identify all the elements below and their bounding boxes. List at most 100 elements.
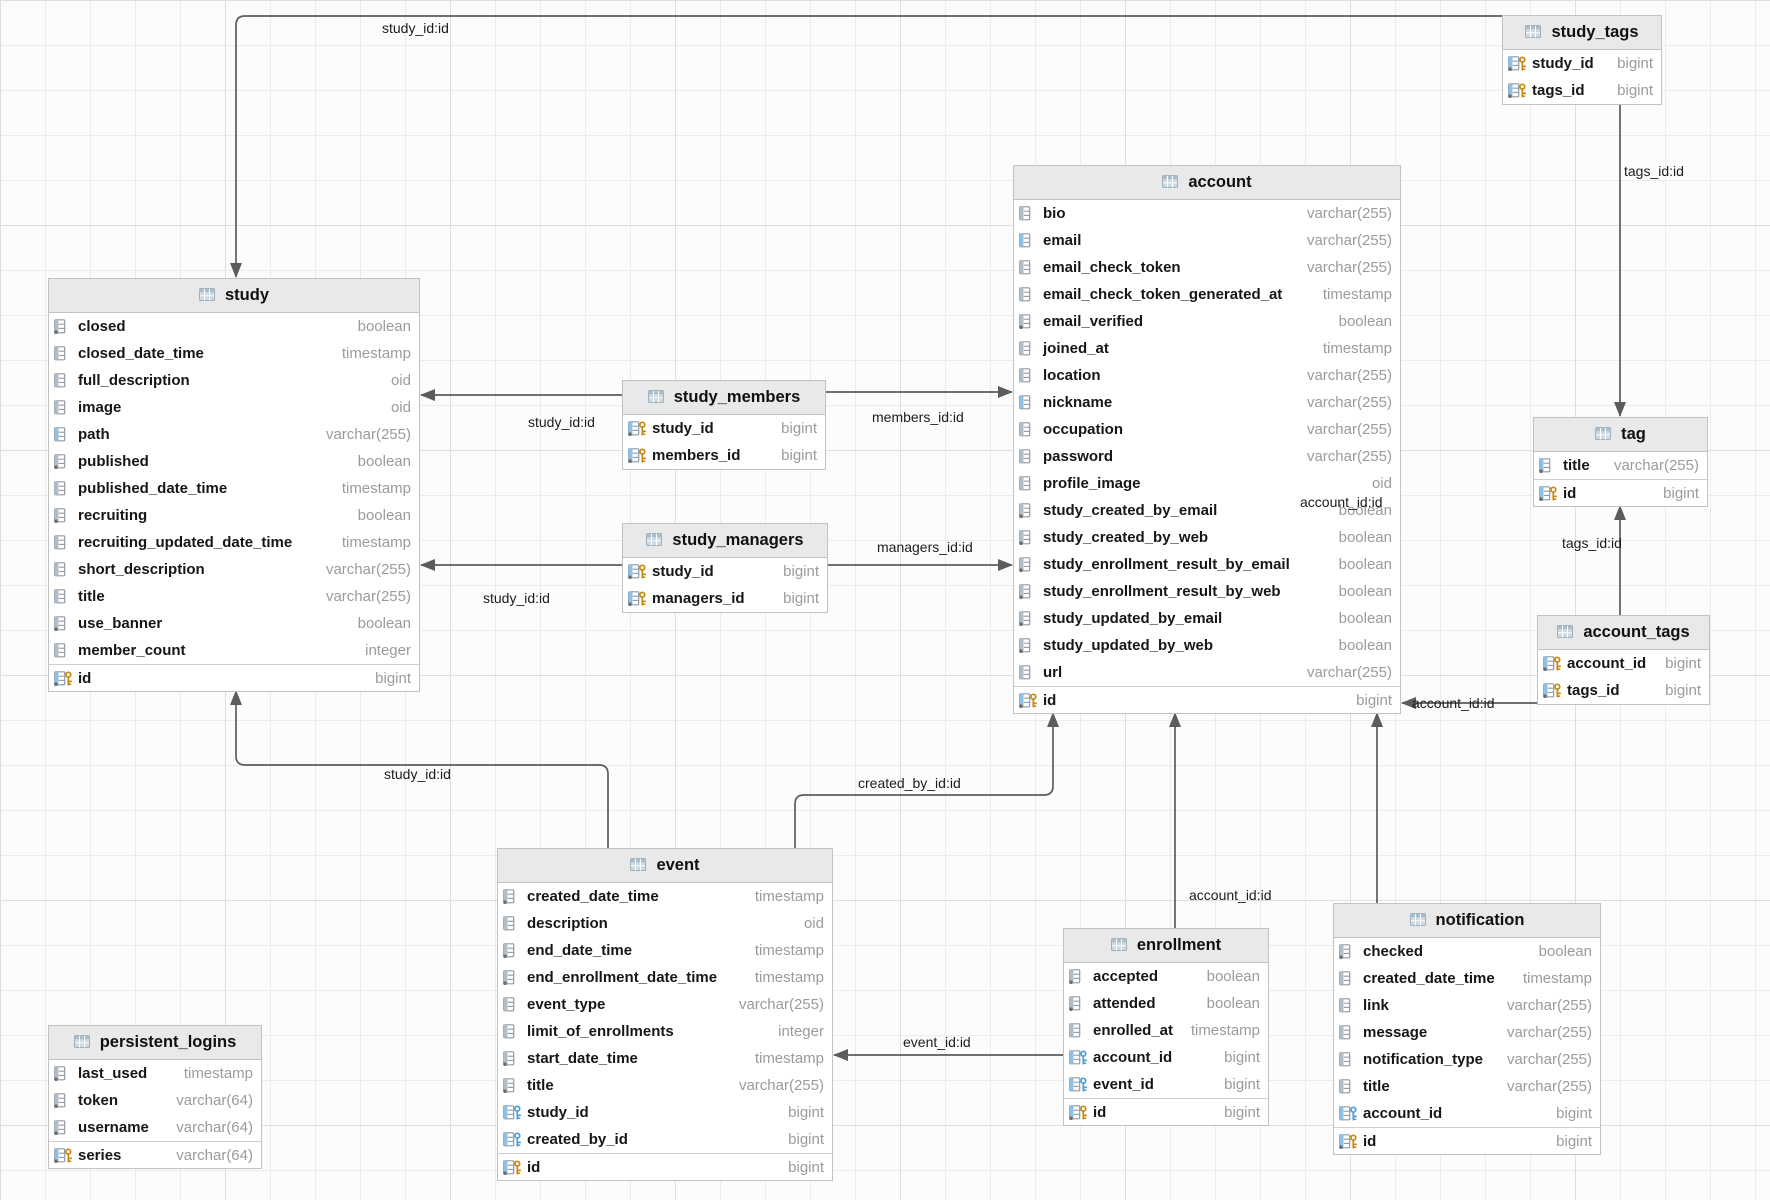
relationship-line-event-created_by_id[interactable] — [794, 712, 1059, 848]
relationship-line-event-study_id[interactable] — [230, 690, 609, 848]
column-name: image — [78, 399, 122, 416]
table-header-enrollment[interactable]: enrollment — [1064, 929, 1268, 963]
table-header-study_tags[interactable]: study_tags — [1503, 16, 1661, 50]
table-header-tag[interactable]: tag — [1534, 418, 1707, 452]
table-header-account[interactable]: account — [1014, 166, 1400, 200]
table-header-account_tags[interactable]: account_tags — [1538, 616, 1709, 650]
table-header-study_members[interactable]: study_members — [623, 381, 825, 415]
table-header-study[interactable]: study — [49, 279, 419, 313]
table-header-notification[interactable]: notification — [1334, 904, 1600, 938]
table-header-study_managers[interactable]: study_managers — [623, 524, 827, 558]
relationship-line-study_tags-study_id[interactable] — [230, 15, 1502, 278]
table-header-persistent_logins[interactable]: persistent_logins — [49, 1026, 261, 1060]
column-type: varchar(255) — [325, 588, 411, 605]
table-header-event[interactable]: event — [498, 849, 832, 883]
